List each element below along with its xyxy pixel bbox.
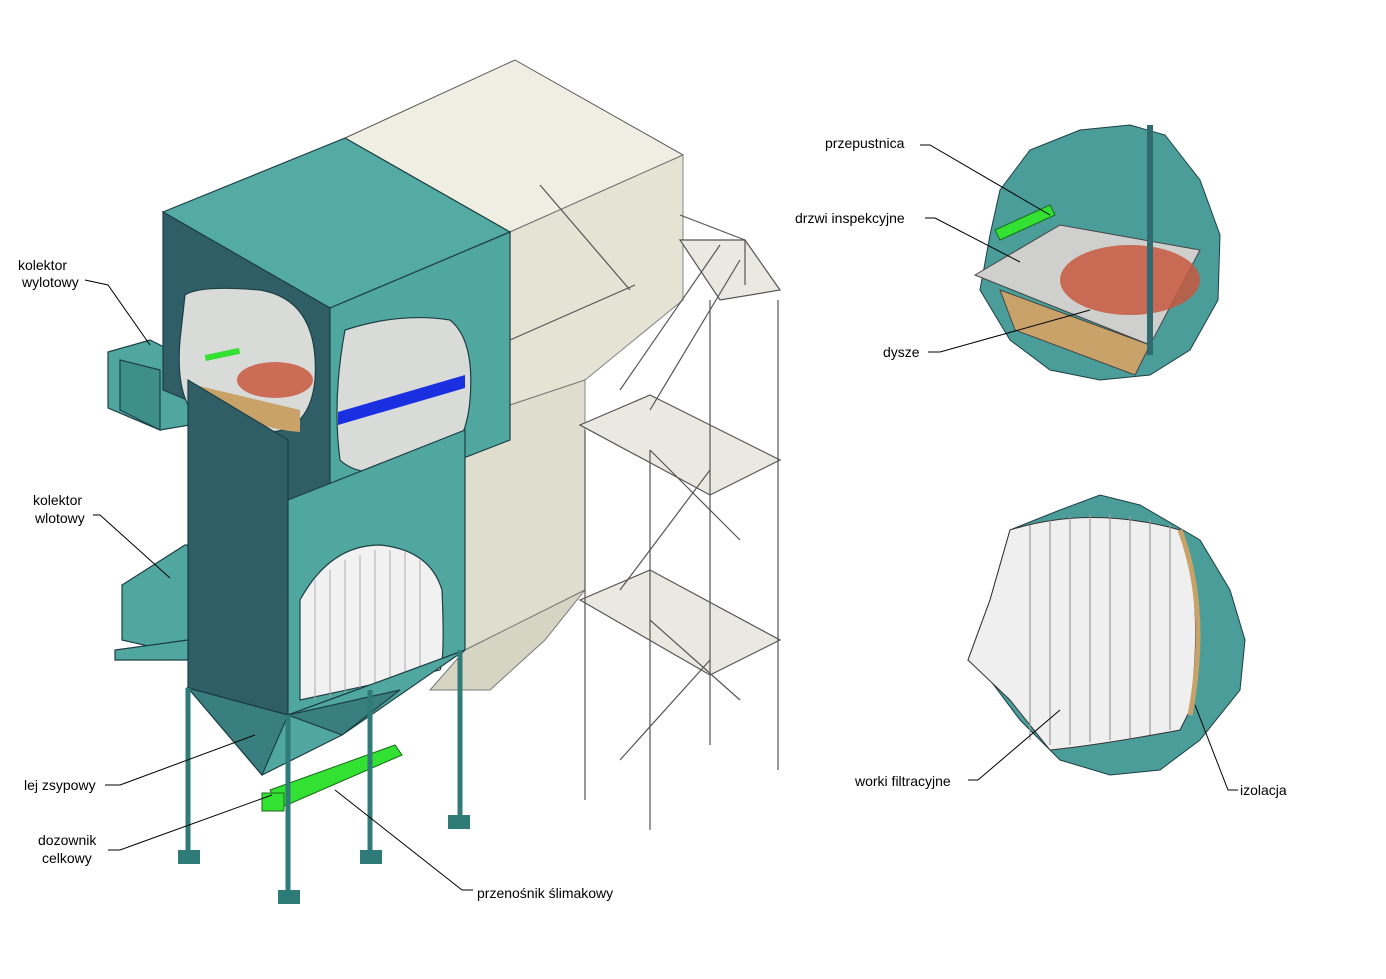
- nozzles-red: [237, 362, 313, 398]
- filter-bags-window: [299, 544, 444, 701]
- label-filter-bags: worki filtracyjne: [854, 773, 951, 789]
- label-insulation: izolacja: [1240, 782, 1287, 798]
- label-hopper: lej zsypowy: [24, 777, 96, 793]
- label-rotary-valve-1: dozownik: [38, 832, 97, 848]
- label-screw-conveyor: przenośnik ślimakowy: [477, 885, 613, 901]
- label-damper: przepustnica: [825, 135, 905, 151]
- staircase-structure: [578, 214, 782, 830]
- label-inlet-collector-2: wlotowy: [34, 510, 85, 526]
- label-outlet-collector-2: wylotowy: [21, 274, 79, 290]
- label-rotary-valve-2: celkowy: [42, 850, 92, 866]
- label-outlet-collector-1: kolektor: [18, 257, 67, 273]
- support-legs: [185, 650, 463, 895]
- detail-nozzles: [973, 124, 1221, 381]
- detail-filter-bags: [967, 494, 1246, 776]
- label-inlet-collector-1: kolektor: [33, 492, 82, 508]
- leader-lines: [84, 144, 1238, 891]
- label-nozzles: dysze: [883, 344, 920, 360]
- translucent-section: [343, 59, 685, 691]
- inlet-collector: [114, 544, 189, 661]
- label-inspection-door: drzwi inspekcyjne: [795, 210, 905, 226]
